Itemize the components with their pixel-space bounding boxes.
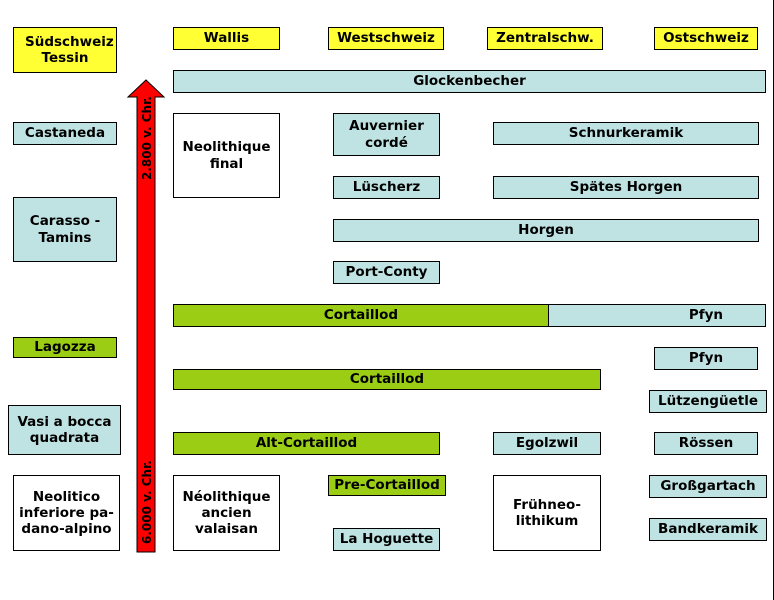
culture-castaneda: Castaneda <box>13 122 117 145</box>
culture-neolitico-inferiore-label: Neolitico inferiore pa-dano-alpino <box>19 488 114 538</box>
region-header-east: Ostschweiz <box>654 27 758 50</box>
culture-vasi-bocca-quadrata-label: Vasi a bocca quadrata <box>17 413 112 446</box>
region-header-wallis: Wallis <box>173 27 280 50</box>
culture-schnurkeramik: Schnurkeramik <box>493 122 759 145</box>
culture-rossen: Rössen <box>654 432 758 455</box>
culture-neolithique-ancien: Néolithique ancien valaisan <box>173 475 280 551</box>
culture-carasso-tamins: Carasso - Tamins <box>13 197 117 262</box>
culture-neolithique-final: Neolithique final <box>173 113 280 198</box>
region-header-central: Zentralschw. <box>487 27 603 50</box>
culture-glockenbecher: Glockenbecher <box>173 70 766 93</box>
culture-pfyn-upper: Pfyn <box>548 304 766 327</box>
region-header-south-ticino: Südschweiz Tessin <box>13 27 117 73</box>
timeline-label-top: 2.800 v. Chr. <box>140 96 154 180</box>
culture-pfyn-lower: Pfyn <box>654 347 758 370</box>
culture-auvernier-corde-label: Auvernier cordé <box>349 118 424 151</box>
region-header-south-label: Südschweiz Tessin <box>25 33 114 66</box>
culture-cortaillod-lower: Cortaillod <box>173 369 601 390</box>
culture-pre-cortaillod: Pre-Cortaillod <box>328 475 446 496</box>
culture-bandkeramik: Bandkeramik <box>649 518 767 541</box>
culture-neolithique-ancien-label: Néolithique ancien valaisan <box>182 488 271 538</box>
culture-cortaillod-upper: Cortaillod <box>173 304 549 327</box>
timeline-label-bottom: 6.000 v. Chr. <box>140 460 154 544</box>
timeline-arrow-shape <box>126 79 166 553</box>
culture-fruhneolithikum: Frühneo-lithikum <box>493 475 601 551</box>
culture-auvernier-corde: Auvernier cordé <box>333 113 440 156</box>
culture-egolzwil: Egolzwil <box>493 432 601 455</box>
culture-carasso-tamins-label: Carasso - Tamins <box>29 213 101 246</box>
culture-alt-cortaillod: Alt-Cortaillod <box>173 432 440 455</box>
culture-port-conty: Port-Conty <box>333 261 440 284</box>
culture-lagozza: Lagozza <box>13 337 117 358</box>
culture-luscherz: Lüscherz <box>333 176 440 199</box>
region-header-west: Westschweiz <box>328 27 444 50</box>
culture-la-hoguette: La Hoguette <box>333 528 440 551</box>
culture-fruhneolithikum-label: Frühneo-lithikum <box>513 496 581 529</box>
culture-neolitico-inferiore: Neolitico inferiore pa-dano-alpino <box>13 475 120 551</box>
culture-vasi-bocca-quadrata: Vasi a bocca quadrata <box>8 405 121 455</box>
culture-horgen: Horgen <box>333 219 759 242</box>
culture-lutzenguetle: Lützengüetle <box>649 390 767 413</box>
culture-spates-horgen: Spätes Horgen <box>493 176 759 199</box>
culture-neolithique-final-label: Neolithique final <box>182 139 271 172</box>
culture-grossgartach: Großgartach <box>649 475 767 498</box>
